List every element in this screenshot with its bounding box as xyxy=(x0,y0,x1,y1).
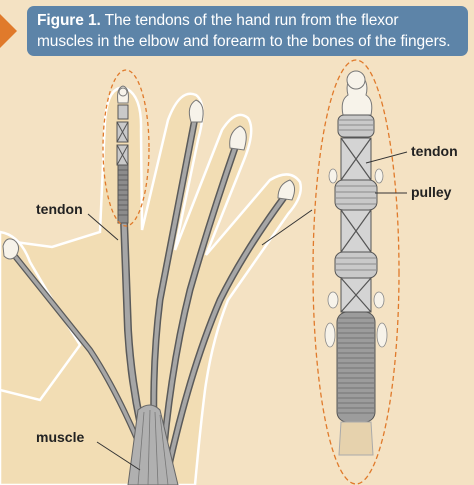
zoom-pulley-2 xyxy=(334,251,378,279)
hand-silhouette xyxy=(0,86,302,485)
label-tendon-left: tendon xyxy=(36,201,83,217)
thumb-silhouette xyxy=(0,230,82,402)
little-finger-leader xyxy=(261,209,313,246)
middle-bone-tip xyxy=(188,99,204,123)
caption-text: The tendons of the hand run from the fle… xyxy=(37,12,451,50)
figure-caption: Figure 1. The tendons of the hand run fr… xyxy=(27,6,468,56)
zoom-tendon-base xyxy=(338,421,374,456)
caption-arrow-icon xyxy=(0,14,17,48)
index-tendon-striated xyxy=(117,164,129,224)
zoom-pulley-1 xyxy=(334,179,378,211)
little-bone-tip xyxy=(277,179,296,201)
zoom-pulley-striations xyxy=(338,317,374,414)
label-tendon-right: tendon xyxy=(411,143,458,159)
caption-figure-label: Figure 1. xyxy=(37,12,101,29)
tendon-left-leader xyxy=(87,213,119,241)
label-muscle: muscle xyxy=(36,429,84,445)
thumb-bone-tip xyxy=(2,238,20,260)
tendon-right-leader xyxy=(365,151,408,164)
muscle-leader xyxy=(96,441,141,471)
zoom-highlight-outline xyxy=(312,59,400,485)
index-highlight-outline xyxy=(102,69,150,227)
label-pulley: pulley xyxy=(411,184,452,200)
ring-bone-tip xyxy=(229,125,247,151)
zoom-pulley-long xyxy=(336,311,376,423)
